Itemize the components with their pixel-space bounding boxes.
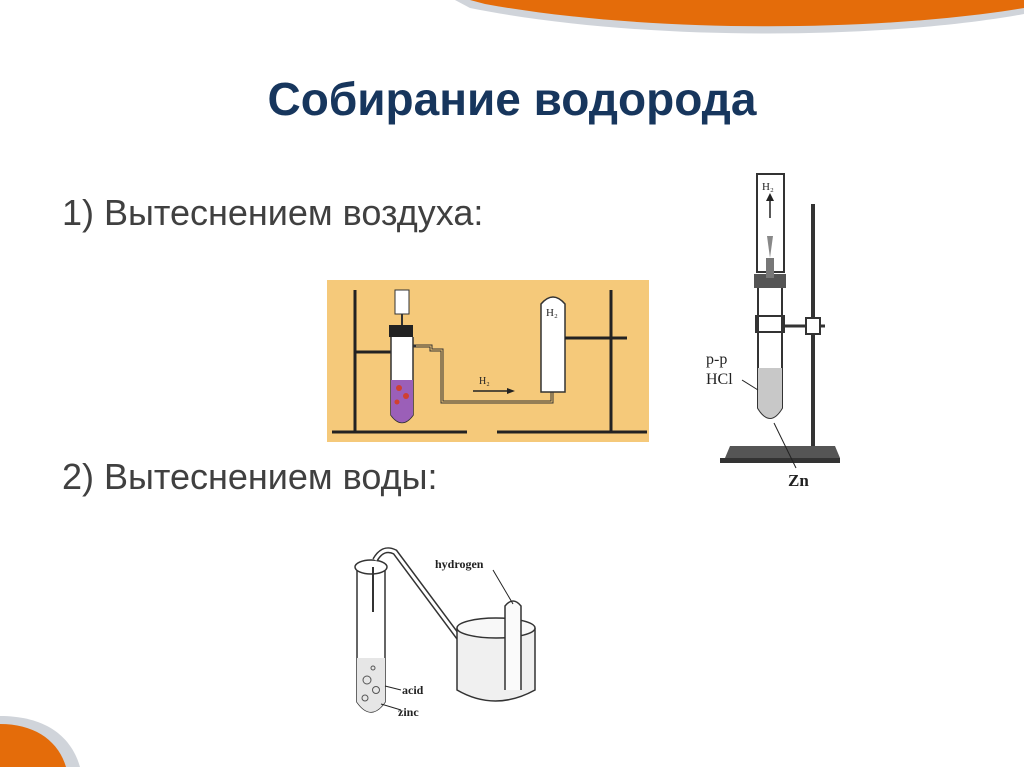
slide-title: Собирание водорода [267,73,757,125]
stand-metal-label: Zn [788,471,809,490]
water-acid-label: acid [402,683,424,697]
water-displacement-diagram: hydrogen acid zinc [354,547,536,719]
stand-solution-label-1: р-р [706,351,727,368]
stand-solution-label-2: HCl [706,371,733,388]
water-metal-label: zinc [398,705,419,719]
air-gas-label: H₂ [546,307,558,319]
method-air-label: 1) Вытеснением воздуха: [62,192,484,233]
method-water-label: 2) Вытеснением воды: [62,456,438,497]
air-displacement-diagram: H₂ H₂ [327,280,649,442]
stand-gas-label: H₂ [762,181,774,193]
water-gas-label: hydrogen [435,557,484,571]
stand-apparatus-diagram: H₂ р-р HCl Zn [706,173,840,490]
air-arrow-label: H₂ [479,376,490,387]
